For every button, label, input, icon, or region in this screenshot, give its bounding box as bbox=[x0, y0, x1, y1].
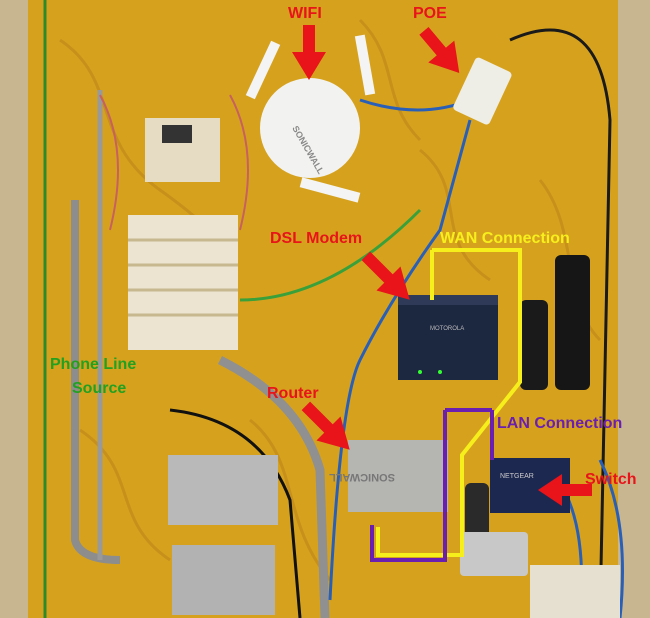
poe-arrow-icon bbox=[419, 26, 460, 73]
router-arrow-icon bbox=[301, 401, 350, 450]
wireless-access-point: SONICWALL bbox=[245, 34, 376, 203]
power-adapter bbox=[555, 255, 590, 390]
ups-units bbox=[168, 455, 278, 615]
label-poe: POE bbox=[413, 5, 447, 22]
phone-punchdown-blocks bbox=[99, 94, 249, 350]
label-router: Router bbox=[267, 385, 319, 402]
switch-brand: NETGEAR bbox=[500, 473, 534, 480]
modem-brand: MOTOROLA bbox=[430, 326, 464, 332]
poe-injector bbox=[453, 57, 512, 125]
wan-connection-outline bbox=[376, 248, 522, 557]
annotation-arrows bbox=[292, 25, 592, 506]
switch-arrow-icon bbox=[538, 474, 592, 506]
label-lan-connection: LAN Connection bbox=[497, 415, 622, 432]
lan-connection-outline bbox=[370, 408, 494, 562]
label-switch: Switch bbox=[585, 471, 637, 488]
label-dsl-modem: DSL Modem bbox=[270, 230, 362, 247]
label-phone-source: Source bbox=[72, 380, 126, 397]
router: SONICWALL bbox=[329, 440, 448, 512]
dsl-modem: MOTOROLA bbox=[398, 295, 498, 380]
label-phone-line: Phone Line bbox=[50, 356, 136, 373]
white-box bbox=[530, 565, 620, 618]
power-adapter bbox=[520, 300, 548, 390]
phone-base bbox=[460, 532, 528, 576]
label-wifi: WIFI bbox=[288, 5, 322, 22]
router-brand: SONICWALL bbox=[329, 471, 395, 483]
dsl-arrow-icon bbox=[361, 251, 410, 300]
wifi-arrow-icon bbox=[292, 25, 326, 80]
label-wan-connection: WAN Connection bbox=[440, 230, 570, 247]
